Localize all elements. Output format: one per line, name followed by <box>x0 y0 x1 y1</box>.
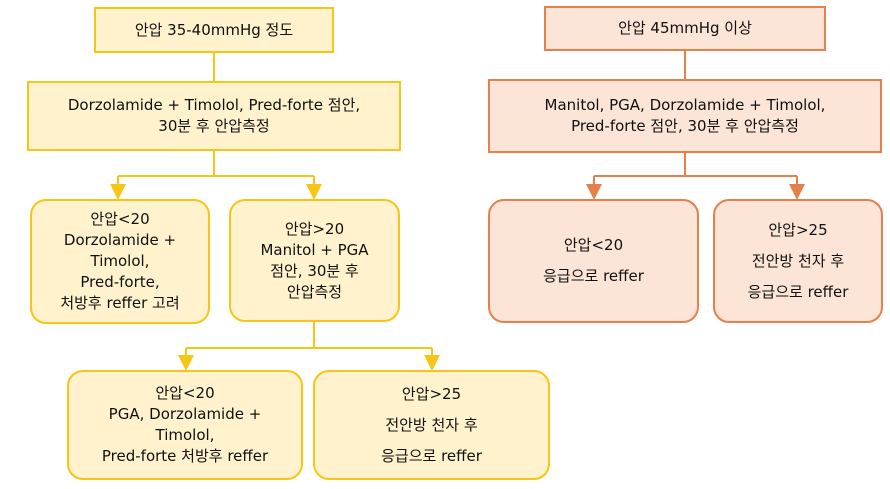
box-line: 안압>20 <box>284 219 345 238</box>
box-line: Timolol, <box>90 252 150 270</box>
box-line: Timolol, <box>155 426 215 444</box>
box-line: 응급으로 reffer <box>381 446 482 465</box>
treatment-box-right: Manitol, PGA, Dorzolamide + Timolol, Pre… <box>488 79 882 153</box>
box-line: 안압<20 <box>90 210 150 228</box>
box-line: 전안방 천자 후 <box>385 415 478 434</box>
box-line: 안압>25 <box>401 384 462 403</box>
treatment-line: Pred-forte 점안, 30분 후 안압측정 <box>571 117 799 135</box>
treatment-box-left: Dorzolamide + Timolol, Pred-forte 점안, 30… <box>27 81 401 151</box>
branch-arrows-left-2 <box>178 322 440 371</box>
box-line: 안압<20 <box>563 236 624 254</box>
header-text-left: 안압 35-40mmHg 정도 <box>134 20 294 39</box>
box-line: 전안방 천자 후 <box>751 251 845 270</box>
iop-high-box-left-2: 안압>25 전안방 천자 후 응급으로 reffer <box>313 370 550 480</box>
box-line: Pred-forte 처방후 reffer <box>101 447 269 465</box>
treatment-line: 30분 후 안압측정 <box>158 117 270 135</box>
box-line: Manitol + PGA <box>260 240 369 259</box>
branch-arrows-right <box>586 153 805 200</box>
box-line: Pred-forte, <box>80 273 160 291</box>
box-line: 응급으로 reffer <box>747 282 849 301</box>
treatment-line: Dorzolamide + Timolol, Pred-forte 점안, <box>67 96 361 114</box>
iop-high-box-right: 안압>25 전안방 천자 후 응급으로 reffer <box>713 199 883 323</box>
header-text-right: 안압 45mmHg 이상 <box>618 19 752 37</box>
header-box-left: 안압 35-40mmHg 정도 <box>94 7 334 53</box>
header-box-right: 안압 45mmHg 이상 <box>544 6 826 51</box>
treatment-line: Manitol, PGA, Dorzolamide + Timolol, <box>544 96 826 114</box>
box-line: 안압측정 <box>286 282 343 301</box>
box-line: 안압<20 <box>155 384 215 402</box>
branch-arrows-left-1 <box>110 151 322 200</box>
box-line: 점안, 30분 후 <box>270 261 359 280</box>
box-line: PGA, Dorzolamide + <box>108 405 262 423</box>
box-line: 안압>25 <box>768 220 828 239</box>
iop-low-box-left: 안압<20 Dorzolamide + Timolol, Pred-forte,… <box>30 199 210 324</box>
box-line: Dorzolamide + <box>63 231 177 249</box>
iop-high-box-left: 안압>20 Manitol + PGA 점안, 30분 후 안압측정 <box>229 199 400 322</box>
box-line: 처방후 reffer 고려 <box>60 294 180 312</box>
iop-low-box-left-2: 안압<20 PGA, Dorzolamide + Timolol, Pred-f… <box>67 370 303 480</box>
iop-low-box-right: 안압<20 응급으로 reffer <box>488 199 699 323</box>
box-line: 응급으로 reffer <box>543 267 644 285</box>
